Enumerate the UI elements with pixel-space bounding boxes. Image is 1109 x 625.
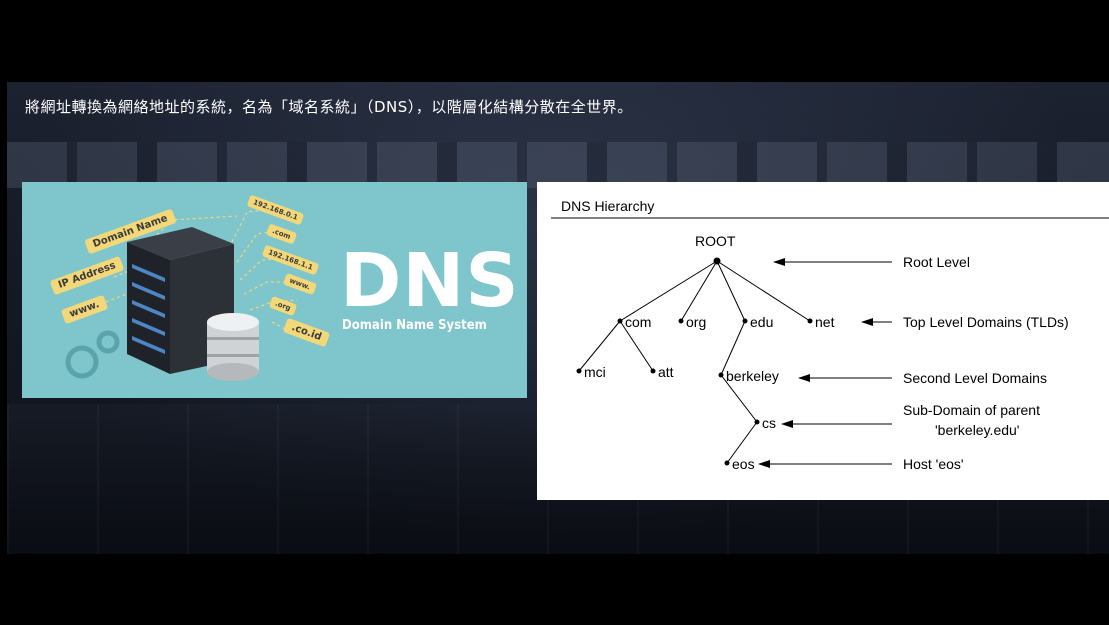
- node-net-dot: [807, 318, 813, 324]
- level-second-label: Second Level Domains: [903, 370, 1047, 386]
- level-tld-label: Top Level Domains (TLDs): [903, 314, 1069, 330]
- node-mci-label: mci: [584, 364, 606, 380]
- node-org-label: org: [686, 314, 706, 330]
- dns-hierarchy-diagram: DNS Hierarchy: [551, 198, 1109, 472]
- dns-illustration: Domain Name IP Address www. 192.168.0.1 …: [22, 182, 527, 398]
- slide-caption: 將網址轉換為網絡地址的系統，名為「域名系統」（DNS），以階層化結構分散在全世界…: [25, 98, 633, 116]
- level-sub-label-line1: Sub-Domain of parent: [903, 402, 1040, 418]
- tree-edges: [578, 260, 811, 464]
- node-org-dot: [678, 318, 684, 324]
- level-host-label: Host 'eos': [903, 456, 964, 472]
- node-root-label: ROOT: [695, 233, 736, 249]
- level-sub-label-line2: 'berkeley.edu': [935, 422, 1019, 438]
- node-edu-dot: [742, 318, 748, 324]
- node-mci-dot: [576, 368, 582, 374]
- dns-hierarchy-panel: DNS Hierarchy: [537, 182, 1109, 500]
- node-att-label: att: [658, 364, 674, 380]
- level-root-label: Root Level: [903, 254, 970, 270]
- node-edu-label: edu: [750, 314, 773, 330]
- node-com-label: com: [625, 314, 651, 330]
- dns-subtitle: Domain Name System: [342, 318, 487, 333]
- tree-nodes: [576, 257, 813, 466]
- node-berkeley-label: berkeley: [726, 368, 779, 384]
- node-net-label: net: [815, 314, 835, 330]
- node-berkeley-dot: [718, 372, 724, 378]
- dns-title: DNS: [340, 238, 520, 324]
- node-eos-label: eos: [732, 456, 755, 472]
- level-arrows: [758, 258, 892, 468]
- background-server-room: [7, 142, 1109, 188]
- node-att-dot: [650, 368, 656, 374]
- diagram-title: DNS Hierarchy: [561, 198, 654, 214]
- node-root-dot: [713, 257, 721, 265]
- database-icon: [207, 313, 259, 381]
- gear-icon: [65, 330, 120, 379]
- node-cs-label: cs: [762, 415, 776, 431]
- slide-background: 將網址轉換為網絡地址的系統，名為「域名系統」（DNS），以階層化結構分散在全世界…: [7, 82, 1109, 554]
- node-com-dot: [617, 318, 623, 324]
- node-eos-dot: [724, 460, 730, 466]
- node-cs-dot: [754, 419, 760, 425]
- server-illustration: [65, 209, 307, 381]
